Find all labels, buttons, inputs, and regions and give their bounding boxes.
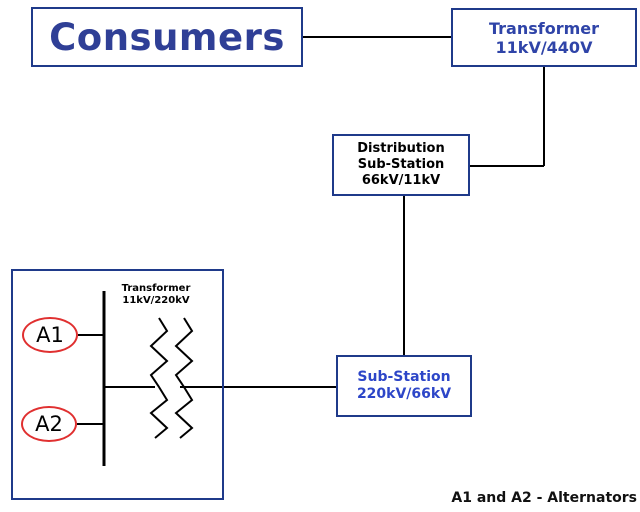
transformer-11kv-440v-box: Transformer 11kV/440V	[451, 8, 637, 67]
substation-box: Sub-Station 220kV/66kV	[336, 355, 472, 417]
distribution-rating: 66kV/11kV	[361, 173, 441, 188]
alternator-a2: A2	[21, 406, 77, 442]
step-up-transformer-title: Transformer	[121, 283, 191, 294]
distribution-substation-box: Distribution Sub-Station 66kV/11kV	[332, 134, 470, 196]
secondary-winding	[174, 317, 194, 439]
transformer-title: Transformer	[488, 18, 599, 38]
substation-rating: 220kV/66kV	[356, 386, 452, 402]
primary-winding	[149, 317, 169, 439]
alternator-a1: A1	[22, 317, 78, 353]
distribution-line2: Sub-Station	[357, 157, 445, 172]
substation-title: Sub-Station	[357, 369, 451, 385]
consumers-box: Consumers	[31, 7, 303, 67]
transformer-rating: 11kV/440V	[495, 37, 593, 57]
step-up-transformer-rating: 11kV/220kV	[122, 295, 190, 306]
step-up-transformer-label: Transformer 11kV/220kV	[106, 283, 206, 307]
generating-station-frame	[11, 269, 224, 500]
legend-note: A1 and A2 - Alternators	[451, 490, 637, 506]
consumers-label: Consumers	[49, 15, 285, 59]
distribution-line1: Distribution	[357, 141, 445, 156]
